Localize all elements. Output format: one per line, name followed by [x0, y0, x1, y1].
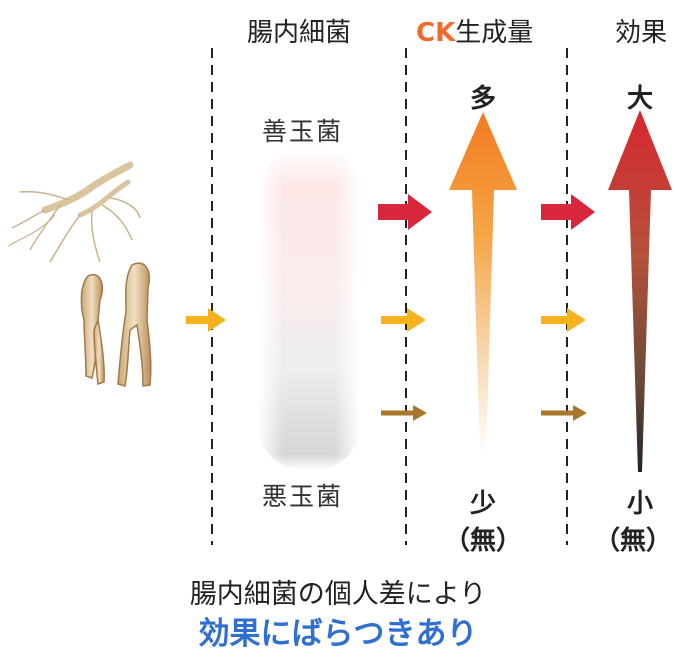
header-effect: 効果 [615, 18, 668, 48]
bad-bacteria-label: 悪玉菌 [262, 482, 344, 511]
gradient-up-arrow-icon [608, 110, 672, 472]
arrow-right-icon [541, 194, 595, 230]
arrow-right-icon [186, 308, 226, 332]
caption-line-1: 腸内細菌の個人差により [189, 579, 487, 610]
ck-scale-bottom-note: （無） [443, 526, 522, 556]
arrow-right-icon [541, 405, 587, 421]
effect-scale-bottom: 小 [626, 489, 653, 519]
arrow-right-icon [541, 308, 586, 332]
effect-scale-bottom-note: （無） [593, 526, 672, 556]
good-bacteria-label: 善玉菌 [262, 117, 344, 146]
ck-scale-bottom: 少 [469, 489, 496, 519]
effect-scale-top: 大 [626, 84, 653, 114]
bacteria-gradient [258, 148, 360, 470]
gradient-up-arrow-icon [449, 112, 517, 455]
header-ck-suffix: 生成量 [455, 18, 534, 48]
header-bacteria: 腸内細菌 [247, 18, 352, 48]
arrow-right-icon [381, 308, 426, 332]
ck-scale-top: 多 [469, 84, 496, 114]
header-ck-production: CK生成量 [416, 12, 533, 49]
ginseng-root-icon [7, 161, 152, 387]
arrow-right-icon [381, 405, 427, 421]
header-ck-prefix: CK [416, 18, 456, 48]
caption-line-2: 効果にばらつきあり [198, 616, 478, 652]
arrow-right-icon [378, 194, 432, 230]
